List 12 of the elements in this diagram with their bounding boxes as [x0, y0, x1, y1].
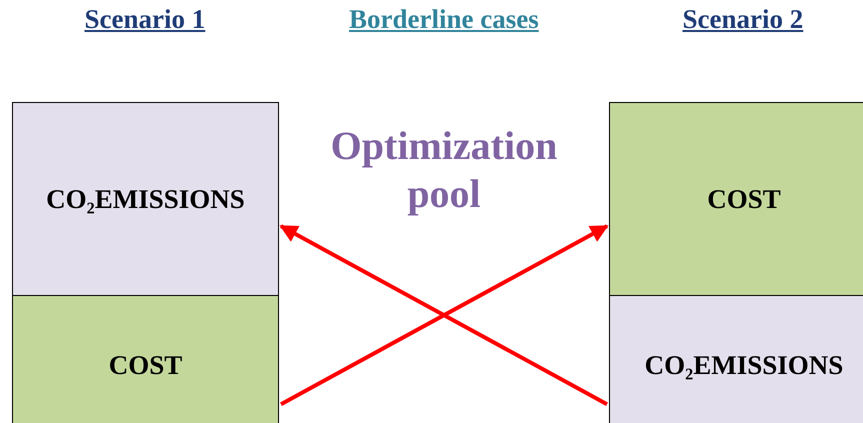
box-label: CO₂EMISSIONS — [644, 350, 844, 380]
scenario-heading: Scenario 1 — [84, 4, 206, 35]
category-box — [12, 295, 279, 423]
scenario-heading: Scenario 2 — [682, 4, 804, 35]
box-label: CO₂EMISSIONS — [46, 184, 245, 214]
pool-label: Optimization pool — [330, 122, 558, 218]
category-box — [609, 295, 863, 423]
section-heading: Borderline cases — [349, 4, 539, 35]
box-label: COST — [707, 184, 781, 214]
category-box — [12, 102, 279, 296]
category-box — [609, 102, 863, 296]
box-label: COST — [108, 350, 182, 380]
